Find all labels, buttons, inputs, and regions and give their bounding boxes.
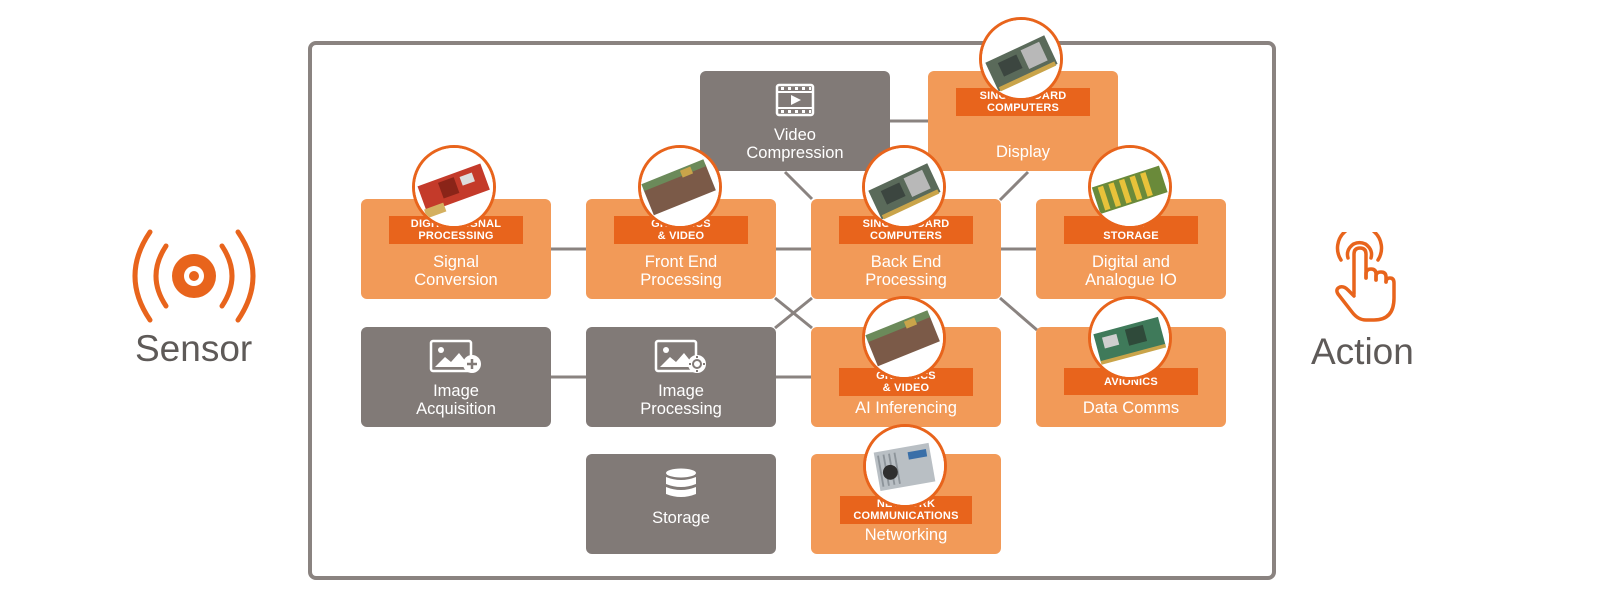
category-ribbon: AVIONICS [1064,368,1198,395]
image-processing-box: Image Processing [586,327,776,427]
storage-label: Storage [652,509,710,527]
image-acquisition-label: Image Acquisition [416,382,496,418]
ai-inferencing-label: AI Inferencing [855,399,957,417]
image-processing-label: Image Processing [640,382,722,418]
graphics-board-image [862,296,946,380]
io-board-image [1088,145,1172,229]
action-label: Action [1311,331,1414,372]
back-end-processing-label: Back End Processing [865,253,947,289]
signal-conversion-label: Signal Conversion [414,253,498,289]
dsp-board-image [412,145,496,229]
broadcast-icon [132,229,256,323]
sensor-label: Sensor [135,328,253,369]
system-frame [308,41,1276,580]
video-compression-box: Video Compression [700,71,890,171]
sbc-board-image [979,17,1063,101]
sbc-board-image [862,145,946,229]
video-compression-label: Video Compression [746,126,844,162]
graphics-board-image [638,145,722,229]
storage-box: Storage [586,454,776,554]
digital-analogue-io-label: Digital and Analogue IO [1085,253,1177,289]
film-play-icon [775,83,815,117]
touch-hand-icon [1335,232,1396,322]
image-gear-icon [654,339,706,373]
image-add-icon [429,339,481,373]
database-icon [666,468,696,497]
display-label: Display [995,143,1051,161]
networking-label: Networking [864,526,948,544]
data-comms-label: Data Comms [1082,399,1180,417]
front-end-processing-label: Front End Processing [640,253,722,289]
network-box-image [863,424,947,508]
image-acquisition-box: Image Acquisition [361,327,551,427]
avionics-board-image [1088,296,1172,380]
